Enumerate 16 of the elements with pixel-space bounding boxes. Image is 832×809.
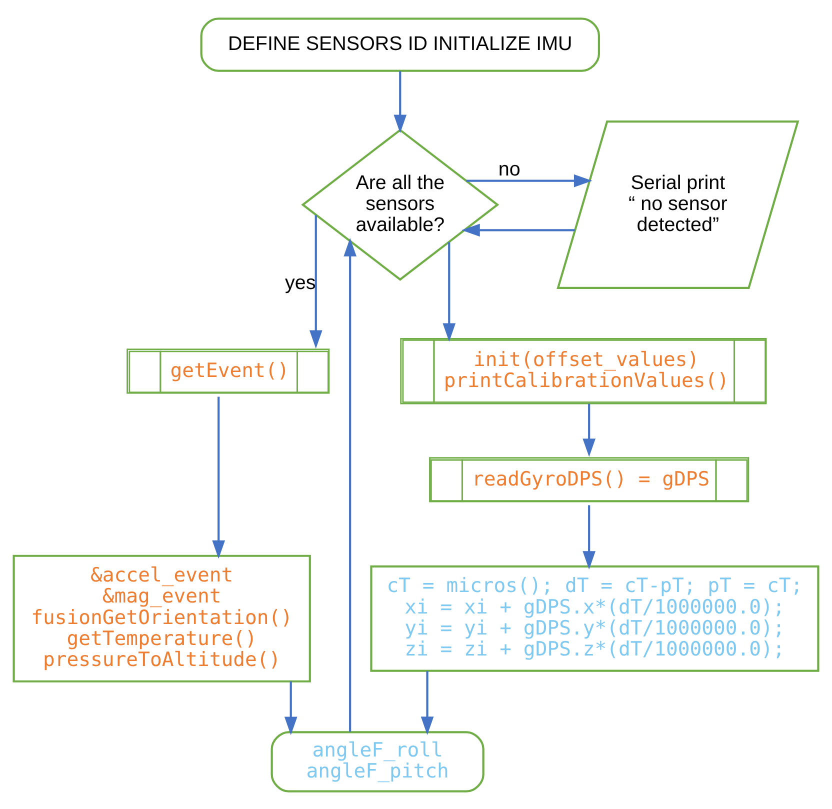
arrow [394, 70, 407, 133]
node-box: cT = micros(); dT = cT-pT; pT = cT; xi = xi + gDPS.x*(dT/1000000.0); yi = yi + gDPS.y*(dT/1000000.0); zi = zi + gDPS.z*(dT/1000000.0); [370, 564, 820, 672]
arrow [420, 670, 434, 734]
node-box: &accel_event &mag_event fusionGetOrientation() getTemperature() pressureToAltitude() [12, 554, 311, 682]
node-box: DEFINE SENSORS ID INITIALIZE IMU [200, 17, 600, 72]
arrow [284, 680, 298, 735]
arrow [344, 238, 356, 732]
arrow [462, 223, 575, 236]
arrow [212, 396, 226, 558]
arrow [466, 174, 592, 187]
arrow [582, 403, 596, 456]
arrow [309, 214, 322, 348]
node-box: angleF_roll angleF_pitch [270, 730, 484, 792]
edge-label: no [498, 158, 520, 180]
arrow [442, 242, 456, 342]
arrow [582, 504, 596, 569]
